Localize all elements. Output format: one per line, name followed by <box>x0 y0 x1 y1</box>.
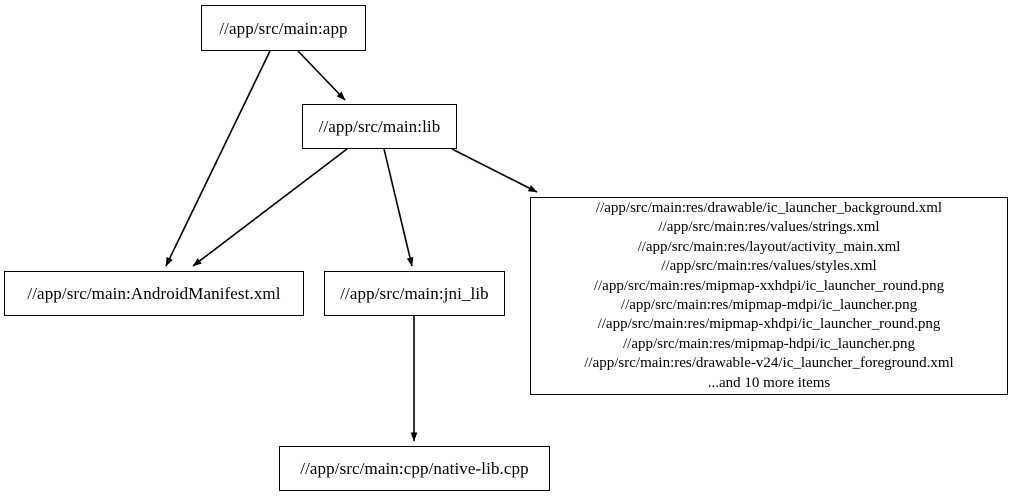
graph-node-app-label: //app/src/main:app <box>219 18 348 38</box>
graph-node-res-group[interactable]: //app/src/main:res/drawable/ic_launcher_… <box>530 197 1008 395</box>
edge-lib-to-res <box>451 148 538 193</box>
graph-node-res-group-line: //app/src/main:res/mipmap-xhdpi/ic_launc… <box>597 316 941 333</box>
graph-node-jni-lib[interactable]: //app/src/main:jni_lib <box>324 271 505 316</box>
graph-node-jni-lib-label: //app/src/main:jni_lib <box>340 284 489 303</box>
graph-node-res-group-line: //app/src/main:res/values/styles.xml <box>661 258 877 275</box>
graph-node-lib-label: //app/src/main:lib <box>318 117 441 136</box>
graph-node-androidmanifest[interactable]: //app/src/main:AndroidManifest.xml <box>4 271 304 316</box>
graph-node-app[interactable]: //app/src/main:app <box>201 5 366 51</box>
graph-node-res-group-line: //app/src/main:res/mipmap-mdpi/ic_launch… <box>620 297 918 313</box>
graph-node-androidmanifest-label: //app/src/main:AndroidManifest.xml <box>27 284 281 303</box>
graph-node-res-group-line: //app/src/main:res/drawable/ic_launcher_… <box>595 199 943 216</box>
graph-node-native-lib-cpp-label: //app/src/main:cpp/native-lib.cpp <box>300 459 529 478</box>
edge-app-to-lib <box>297 50 346 101</box>
graph-node-res-group-line: //app/src/main:res/mipmap-xxhdpi/ic_laun… <box>593 277 945 294</box>
graph-node-res-group-line: //app/src/main:res/values/strings.xml <box>658 219 880 236</box>
graph-node-res-group-line: //app/src/main:res/mipmap-hdpi/ic_launch… <box>622 335 915 352</box>
edge-lib-to-manifest <box>192 148 348 267</box>
edge-lib-to-jni-lib <box>383 148 414 267</box>
graph-node-res-group-line: //app/src/main:res/drawable-v24/ic_launc… <box>584 355 954 372</box>
edge-app-to-manifest <box>165 50 271 267</box>
graph-node-res-group-label: //app/src/main:res/drawable/ic_launcher_… <box>584 199 953 393</box>
graph-node-res-group-line: ...and 10 more items <box>707 374 831 391</box>
graph-node-lib[interactable]: //app/src/main:lib <box>302 104 457 149</box>
graph-node-native-lib-cpp[interactable]: //app/src/main:cpp/native-lib.cpp <box>279 446 550 491</box>
graph-node-res-group-line: //app/src/main:res/layout/activity_main.… <box>637 238 901 255</box>
